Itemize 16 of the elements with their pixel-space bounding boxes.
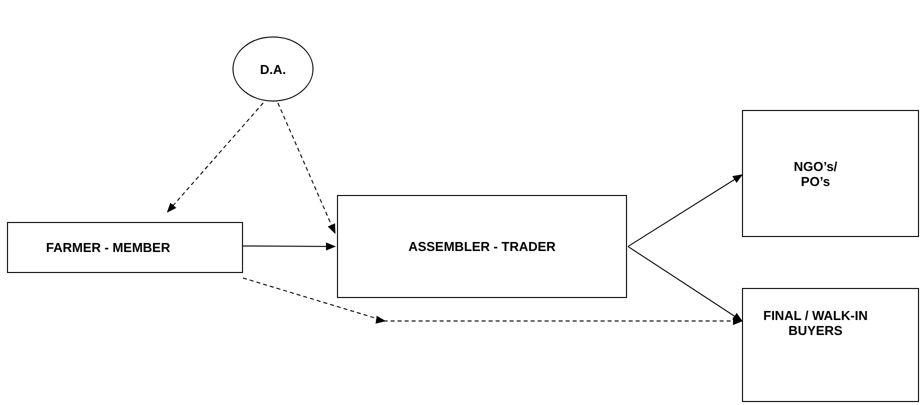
node-label: FINAL / WALK-IN BUYERS <box>762 308 869 338</box>
arrow <box>277 102 336 234</box>
arrow <box>242 242 336 250</box>
node-label: ASSEMBLER - TRADER <box>408 239 556 254</box>
arrow <box>166 102 264 213</box>
process-box <box>742 110 919 237</box>
arrow <box>242 278 742 325</box>
process-box <box>7 222 243 273</box>
arrow <box>628 246 743 322</box>
node-label: FARMER - MEMBER <box>46 240 170 255</box>
arrow <box>628 174 743 247</box>
process-box <box>337 195 627 298</box>
node-label: NGO’s/ PO’s <box>792 158 838 188</box>
ellipse-node <box>232 36 314 102</box>
process-box <box>742 288 919 402</box>
node-label: D.A. <box>260 62 286 76</box>
